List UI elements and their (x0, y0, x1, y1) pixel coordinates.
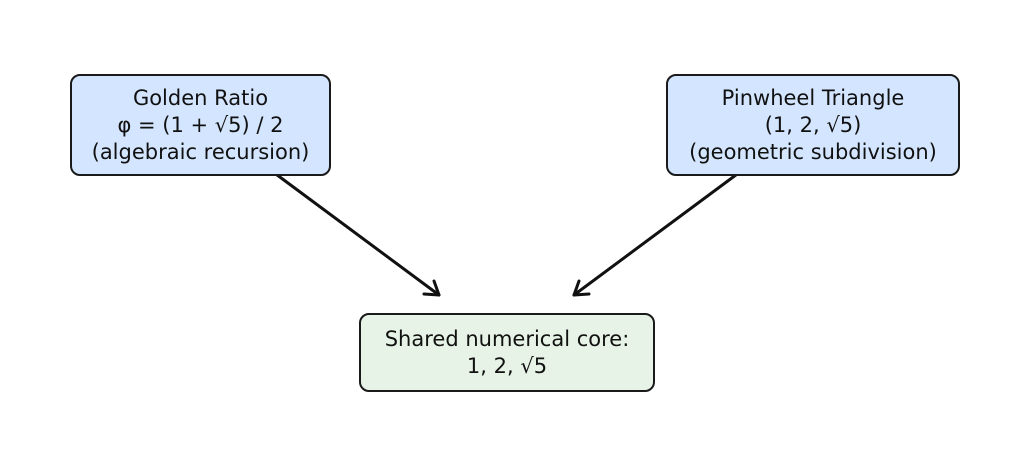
shared-core-node: Shared numerical core: 1, 2, √5 (359, 313, 655, 392)
shared-core-values: 1, 2, √5 (466, 353, 548, 378)
pinwheel-note: (geometric subdivision) (689, 139, 937, 164)
pinwheel-title: Pinwheel Triangle (721, 85, 905, 110)
pinwheel-sides: (1, 2, √5) (764, 112, 862, 137)
golden-ratio-formula: φ = (1 + √5) / 2 (117, 112, 284, 137)
golden-ratio-note: (algebraic recursion) (91, 139, 310, 164)
pinwheel-triangle-node: Pinwheel Triangle (1, 2, √5) (geometric … (666, 74, 960, 176)
arrow-pinwheel-to-core (572, 164, 750, 297)
arrow-golden-to-core (263, 164, 441, 297)
shared-core-title: Shared numerical core: (384, 326, 630, 351)
golden-ratio-title: Golden Ratio (132, 85, 269, 110)
golden-ratio-node: Golden Ratio φ = (1 + √5) / 2 (algebraic… (70, 74, 331, 176)
